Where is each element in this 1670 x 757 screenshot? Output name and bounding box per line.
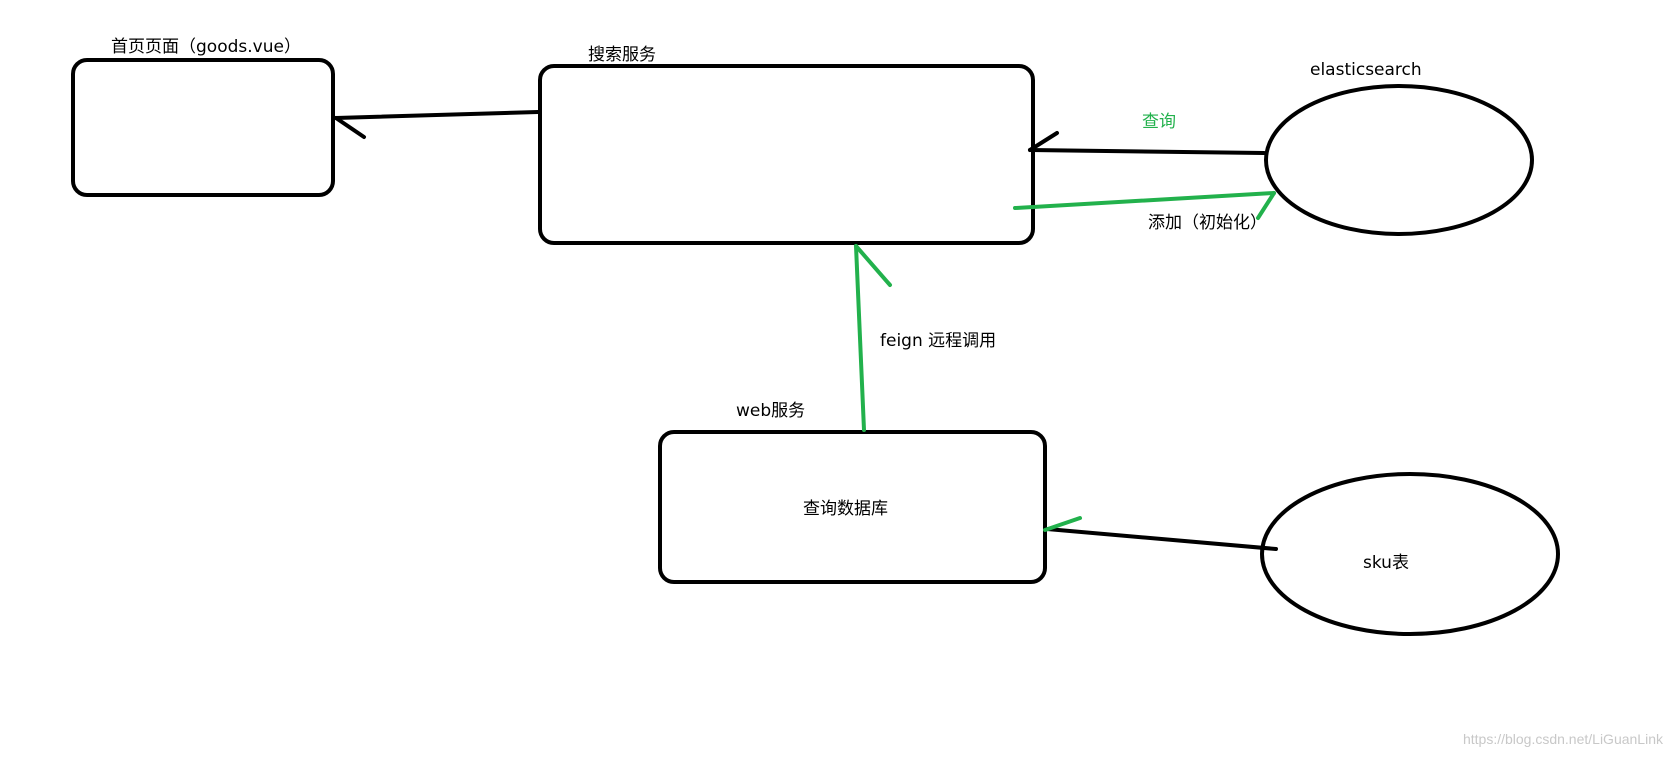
edge-query: 查询: [1028, 112, 1266, 155]
edge-search-to-home-arrowhead: [334, 116, 366, 139]
edge-search-to-home: [334, 110, 540, 139]
home-page-node: 首页页面（goods.vue）: [71, 37, 335, 197]
edge-feign-arrowhead: [854, 244, 892, 287]
home-page-title: 首页页面（goods.vue）: [111, 37, 301, 57]
home-page-box: [71, 58, 335, 197]
edge-sku-to-web: [1043, 516, 1278, 551]
edge-sku-to-web-arrowhead: [1043, 516, 1082, 532]
edge-add-init-label: 添加（初始化）: [1148, 213, 1267, 233]
edge-search-to-home-line: [334, 110, 540, 120]
web-service-box: [658, 430, 1047, 584]
edge-feign-label: feign 远程调用: [880, 331, 996, 351]
edge-feign: feign 远程调用: [854, 244, 996, 432]
search-service-box: [538, 64, 1035, 245]
edge-sku-to-web-line: [1045, 527, 1278, 551]
search-service-title: 搜索服务: [588, 45, 656, 65]
edge-query-line: [1028, 148, 1266, 155]
edge-add-init-line: [1013, 191, 1276, 210]
web-service-node: web服务 查询数据库: [658, 401, 1047, 584]
sku-table-ellipse: [1260, 472, 1560, 636]
elasticsearch-node: elasticsearch: [1264, 60, 1534, 236]
edge-query-label: 查询: [1142, 112, 1176, 132]
web-service-body: 查询数据库: [803, 499, 888, 519]
sku-table-node: sku表: [1260, 472, 1560, 636]
edge-feign-line: [854, 244, 866, 432]
edge-query-arrowhead: [1028, 131, 1059, 152]
sku-table-body: sku表: [1363, 553, 1409, 573]
edge-add-init: 添加（初始化）: [1013, 191, 1276, 233]
watermark-text: https://blog.csdn.net/LiGuanLink: [1463, 731, 1664, 747]
elasticsearch-ellipse: [1264, 84, 1534, 236]
edge-add-init-arrowhead: [1256, 191, 1276, 220]
search-service-node: 搜索服务: [538, 45, 1035, 245]
elasticsearch-title: elasticsearch: [1310, 60, 1422, 80]
web-service-title: web服务: [736, 401, 805, 421]
